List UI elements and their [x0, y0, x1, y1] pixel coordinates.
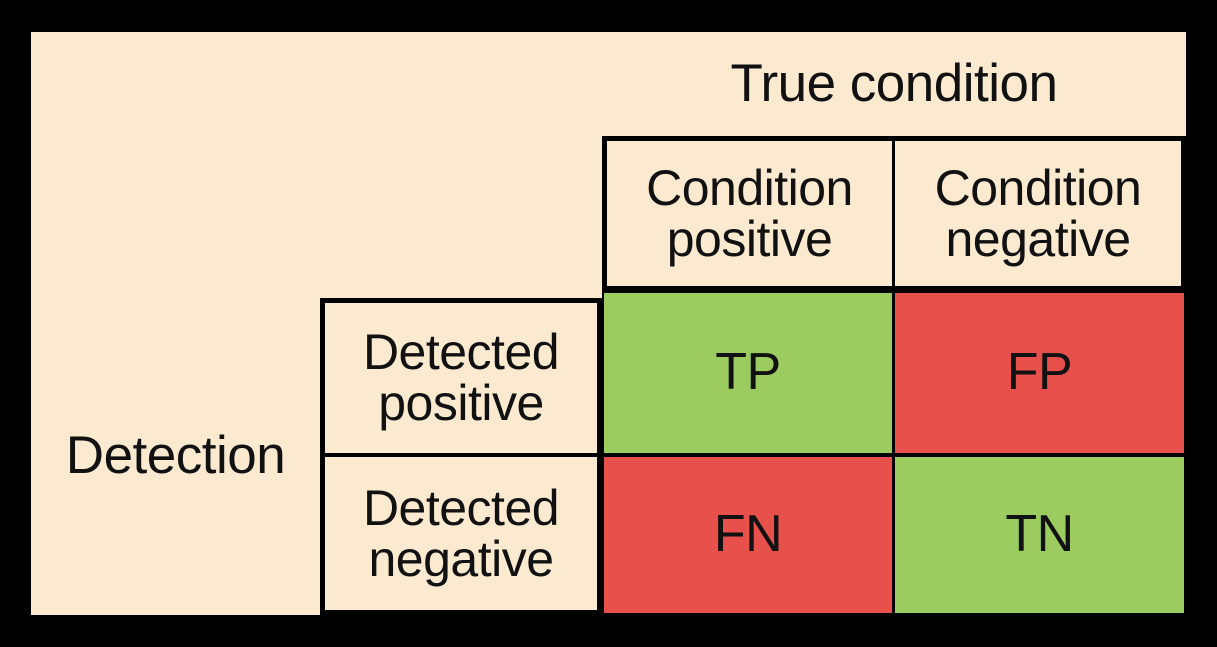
row-header-detected-positive: Detected positive — [320, 298, 602, 455]
true-condition-group-label: True condition — [730, 53, 1058, 113]
cell-false-positive: FP — [893, 291, 1186, 455]
column-header-condition-positive: Condition positive — [602, 136, 894, 291]
detection-group-label: Detection — [65, 426, 286, 486]
cell-true-positive: TP — [602, 291, 894, 455]
column-header-condition-negative: Condition negative — [893, 136, 1186, 291]
cell-false-negative: FN — [602, 455, 894, 615]
row-header-detected-negative: Detected negative — [320, 455, 602, 615]
cell-true-negative: TN — [893, 455, 1186, 615]
